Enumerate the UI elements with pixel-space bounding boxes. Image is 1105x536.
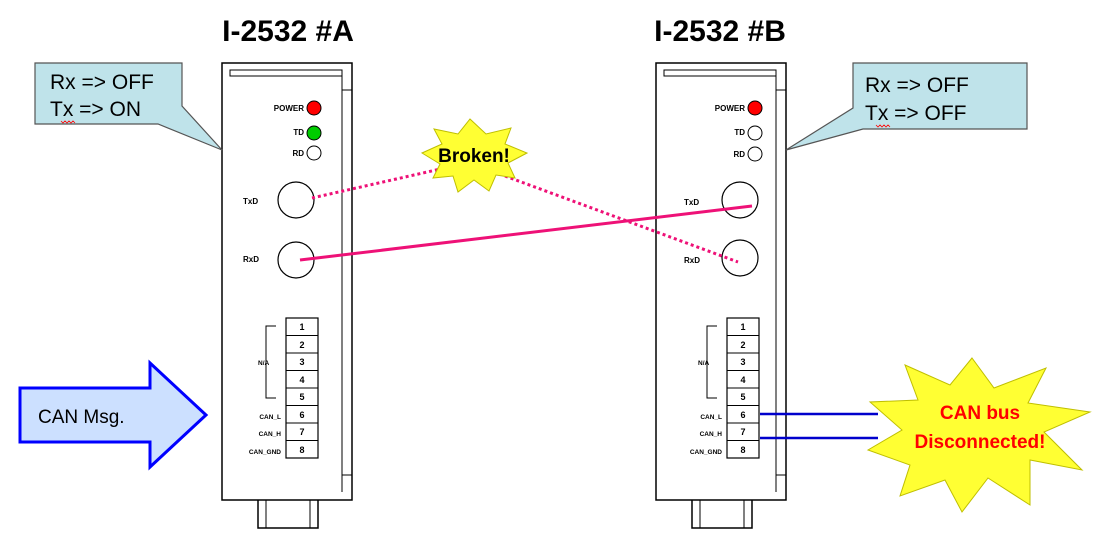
fiber-a-tx-broken-right: [504, 174, 739, 264]
device-b-pin-6: 6: [740, 410, 745, 420]
device-b-pin-7: 7: [740, 427, 745, 437]
device-b-body: [655, 62, 787, 529]
device-b-title: I-2532 #B: [654, 15, 786, 48]
device-b-callout-line1: Rx => OFF: [865, 74, 969, 97]
device-b-terminal-block: [726, 317, 760, 459]
device-a-rxd-port: [277, 241, 315, 279]
device-b-pin-2: 2: [740, 340, 745, 350]
device-b-txd-port: [721, 181, 759, 219]
device-a-txd-label: TxD: [243, 197, 258, 206]
device-a-pin-3: 3: [299, 357, 304, 367]
disconnected-line1: CAN bus: [940, 403, 1020, 424]
device-a-callout: [34, 62, 223, 151]
device-a-pin-8: 8: [299, 445, 304, 455]
device-a-can-h-label: CAN_H: [259, 431, 282, 438]
device-a-rxd-label: RxD: [243, 255, 259, 264]
device-b-callout: [785, 62, 1028, 151]
device-a-na-bracket: [265, 325, 276, 399]
device-b-td-label: TD: [734, 128, 745, 137]
fiber-a-tx-broken-left: [311, 166, 446, 200]
device-b-can-gnd-label: CAN_GND: [690, 449, 722, 456]
broken-burst: [420, 118, 529, 193]
device-b-can-h-label: CAN_H: [700, 431, 723, 438]
device-a-spellcheck-squiggle: [60, 120, 76, 124]
device-a-can-l-label: CAN_L: [259, 414, 281, 421]
device-a-power-led: [306, 100, 322, 116]
device-b-txd-label: TxD: [684, 198, 699, 207]
fiber-b-tx-to-a-rx: [299, 204, 753, 262]
device-b-na-label: N/A: [698, 360, 710, 367]
device-a-title: I-2532 #A: [222, 15, 354, 48]
device-b-rd-label: RD: [733, 150, 745, 159]
device-a-pin-1: 1: [299, 322, 304, 332]
device-b-na-bracket: [706, 325, 717, 399]
device-a-rd-label: RD: [292, 149, 304, 158]
device-a-td-label: TD: [293, 128, 304, 137]
device-b-pin-3: 3: [740, 357, 745, 367]
device-b-callout-line2: Tx => OFF: [865, 102, 967, 125]
device-a-terminal-block: [285, 317, 319, 459]
can-msg-label: CAN Msg.: [38, 407, 125, 428]
device-a-can-gnd-label: CAN_GND: [249, 449, 281, 456]
device-b-pin-5: 5: [740, 392, 745, 402]
device-b-pin-4: 4: [740, 375, 745, 385]
device-a-td-led: [306, 125, 322, 141]
device-b-rd-led: [747, 146, 763, 162]
device-a-na-label: N/A: [258, 360, 270, 367]
device-b-power-led: [747, 100, 763, 116]
device-a-power-label: POWER: [274, 104, 304, 113]
device-b-pin-1: 1: [740, 322, 745, 332]
device-b-rxd-label: RxD: [684, 256, 700, 265]
disconnected-line2: Disconnected!: [915, 432, 1046, 453]
device-a-pin-7: 7: [299, 427, 304, 437]
device-b-can-l-label: CAN_L: [700, 414, 722, 421]
can-msg-arrow: [18, 359, 209, 471]
device-b-power-label: POWER: [715, 104, 745, 113]
device-b-td-led: [747, 125, 763, 141]
device-b-spellcheck-squiggle: [875, 124, 891, 128]
device-a-callout-line2: Tx => ON: [50, 98, 141, 121]
disconnected-burst: [866, 357, 1092, 513]
device-b-pin-8: 8: [740, 445, 745, 455]
device-a-pin-2: 2: [299, 340, 304, 350]
device-a-pin-5: 5: [299, 392, 304, 402]
device-a-rd-led: [306, 145, 322, 161]
device-a-txd-port: [277, 181, 315, 219]
device-a-pin-4: 4: [299, 375, 304, 385]
device-a-pin-6: 6: [299, 410, 304, 420]
device-b-rxd-port: [721, 239, 759, 277]
device-a-callout-line1: Rx => OFF: [50, 71, 154, 94]
broken-label: Broken!: [438, 146, 510, 167]
